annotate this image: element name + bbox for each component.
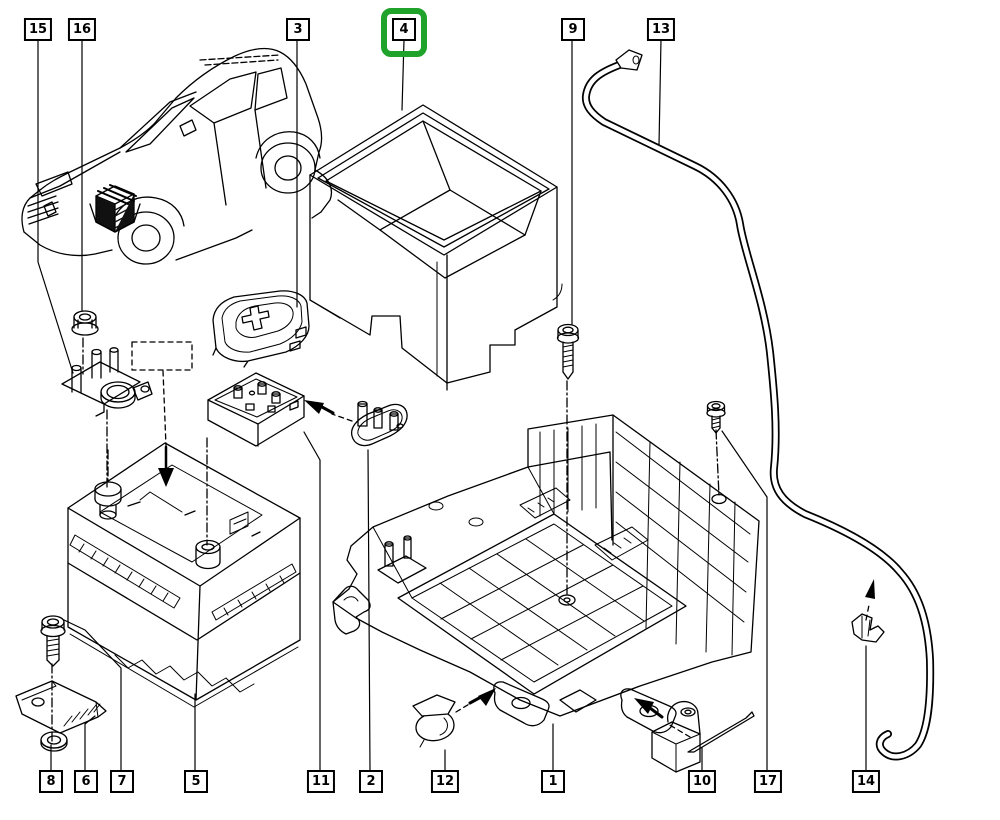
callout-3[interactable]: 3 xyxy=(286,18,310,41)
callout-9[interactable]: 9 xyxy=(561,18,585,41)
terminal-nut-drawing xyxy=(71,310,99,336)
screw-hole-front xyxy=(558,594,576,606)
washer-drawing xyxy=(40,731,68,752)
callout-11[interactable]: 11 xyxy=(306,770,336,793)
headlight xyxy=(35,171,73,197)
fuse-terminal-box-drawing xyxy=(207,372,305,447)
battery-cable-drawing xyxy=(581,49,935,761)
plus-emboss xyxy=(241,305,270,331)
screw-hole-rear xyxy=(711,493,727,505)
terminal-plate-drawing xyxy=(350,400,408,447)
callout-12[interactable]: 12 xyxy=(430,770,460,793)
arrow-down xyxy=(158,468,174,487)
retaining-clip-drawing xyxy=(651,700,755,773)
callout-14[interactable]: 14 xyxy=(851,770,881,793)
tray-screw-rear-drawing xyxy=(706,400,726,434)
tray-hook-bracket xyxy=(332,585,371,635)
spring-clip-drawing xyxy=(412,694,456,748)
grille xyxy=(27,195,59,225)
callout-7[interactable]: 7 xyxy=(110,770,134,793)
battery-cover-box-drawing xyxy=(309,104,563,391)
battery-drawing xyxy=(67,442,301,708)
callout-17[interactable]: 17 xyxy=(753,770,783,793)
battery-terminal-clamp-drawing xyxy=(61,347,153,417)
cable-clip-drawing xyxy=(851,613,885,643)
selected-callout-highlight xyxy=(381,8,427,57)
terminal-cover-lid-drawing xyxy=(212,290,310,368)
callout-15[interactable]: 15 xyxy=(23,18,53,41)
callout-4[interactable]: 4 xyxy=(392,18,416,41)
tray-mounting-tab xyxy=(493,681,550,727)
battery-tray-drawing xyxy=(332,414,760,734)
arrow-clip-12 xyxy=(478,688,496,706)
vehicle-illustration xyxy=(21,47,333,265)
battery-in-engine-bay xyxy=(89,184,141,233)
callout-10[interactable]: 10 xyxy=(687,770,717,793)
tray-screw-front-drawing xyxy=(556,323,580,380)
arrow-to-fusebox xyxy=(304,400,324,414)
windshield-edge xyxy=(119,91,197,149)
clamp-bolt-drawing xyxy=(40,615,66,667)
callout-8[interactable]: 8 xyxy=(39,770,63,793)
callout-2[interactable]: 2 xyxy=(359,770,383,793)
callout-1[interactable]: 1 xyxy=(541,770,565,793)
assembly-annotations xyxy=(51,337,875,743)
brand-logo xyxy=(43,201,57,217)
center-axes xyxy=(51,337,720,743)
battery-post-right xyxy=(195,539,221,570)
battery-post-left xyxy=(94,481,122,520)
arrow-clip-14 xyxy=(865,579,875,599)
callout-16[interactable]: 16 xyxy=(67,18,97,41)
arrow-clip-10 xyxy=(634,698,654,714)
mirror xyxy=(179,119,197,137)
callout-6[interactable]: 6 xyxy=(74,770,98,793)
clamp-bracket-drawing xyxy=(15,680,107,734)
cable-connector-end xyxy=(615,49,643,71)
callout-13[interactable]: 13 xyxy=(646,18,676,41)
rear-wheel xyxy=(260,142,316,194)
dashed-placeholder-box xyxy=(131,341,193,371)
callout-leader-lines xyxy=(37,38,867,771)
front-wheel xyxy=(117,211,175,265)
callout-5[interactable]: 5 xyxy=(184,770,208,793)
tray-stud-bracket xyxy=(377,535,427,584)
